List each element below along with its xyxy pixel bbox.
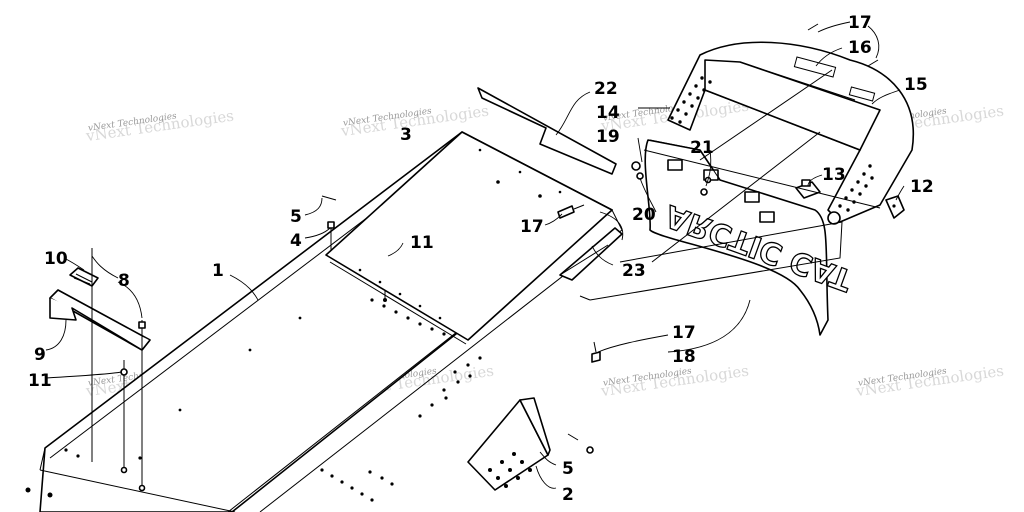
callout-17-top: 17: [848, 13, 872, 33]
callout-11-upper: 11: [410, 233, 434, 253]
leader-lines: [45, 21, 905, 489]
callout-3: 3: [400, 125, 412, 145]
callout-23: 23: [622, 261, 646, 281]
callout-11-lower: 11: [28, 371, 52, 391]
callout-20: 20: [632, 205, 656, 225]
upper-plate: [325, 131, 613, 345]
angle-bracket: [467, 397, 551, 491]
watermark-8: vNext Technologies vNext Technologies: [854, 362, 1005, 401]
callout-5-lower: 5: [562, 459, 574, 479]
callout-4: 4: [290, 231, 302, 251]
callout-16: 16: [848, 38, 872, 58]
snow-flap-plate: [477, 87, 617, 175]
callout-18: 18: [672, 347, 696, 367]
clip-plate: [69, 267, 99, 287]
callout-2: 2: [562, 485, 574, 505]
callout-labels: 1 2 3 4 5 5 8 9 10 11 11 12 13 14 15 16 …: [28, 13, 934, 505]
callout-14: 14: [596, 103, 620, 123]
rail-bracket: [49, 289, 151, 351]
callout-8: 8: [118, 271, 130, 291]
wedge-bracket: [559, 227, 623, 281]
assembly-lines: [579, 69, 881, 301]
callout-15: 15: [904, 75, 928, 95]
callout-17-lower: 17: [672, 323, 696, 343]
callout-10: 10: [44, 249, 68, 269]
callout-13: 13: [822, 165, 846, 185]
callout-17-mid: 17: [520, 217, 544, 237]
callout-12: 12: [910, 177, 934, 197]
watermark-1: vNext Technologies vNext Technologies: [84, 107, 235, 146]
callout-21: 21: [690, 138, 714, 158]
callout-5-upper: 5: [290, 207, 302, 227]
callout-9: 9: [34, 345, 46, 365]
callout-22: 22: [594, 79, 618, 99]
upper-grab-bar: [667, 41, 915, 225]
grip-holes: [670, 76, 874, 212]
callout-1: 1: [212, 261, 224, 281]
hardware-fasteners: [91, 23, 905, 492]
callout-19: 19: [596, 127, 620, 147]
